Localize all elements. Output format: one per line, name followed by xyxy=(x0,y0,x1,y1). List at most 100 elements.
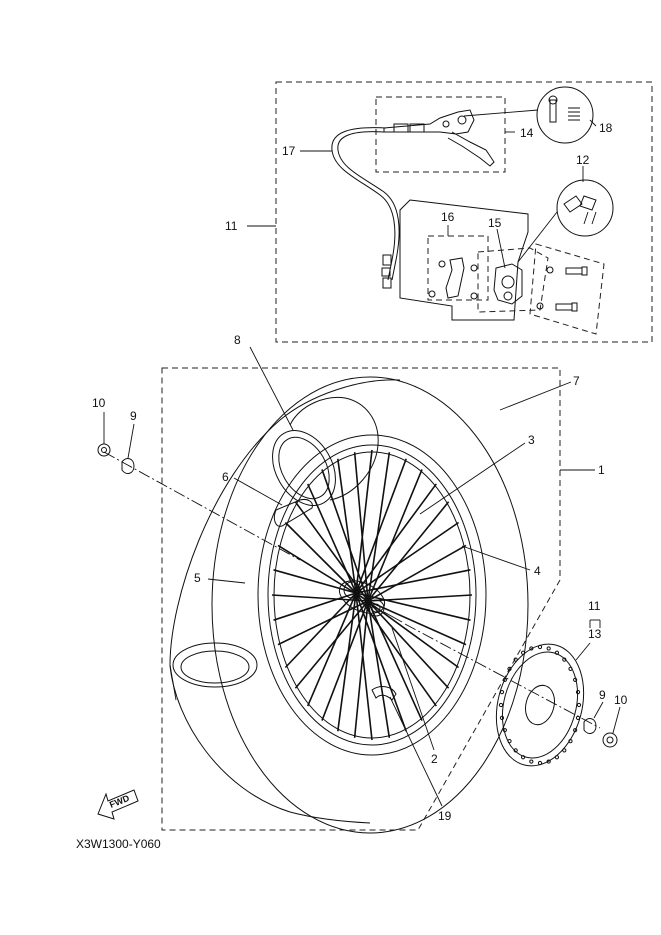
spoke xyxy=(353,452,369,602)
brake-assembly-group: 11 17 14 18 12 16 15 xyxy=(225,81,653,343)
disc-hole xyxy=(537,644,543,650)
wheel-assembly-frame xyxy=(161,367,561,831)
disc-hole xyxy=(562,657,567,662)
caliper-subframe xyxy=(477,247,549,313)
spoke xyxy=(355,592,373,741)
diagram-code: X3W1300-Y060 xyxy=(76,837,161,851)
spoke xyxy=(271,594,369,602)
disc-hole xyxy=(499,689,505,695)
callout-3: 3 xyxy=(528,433,535,447)
spoke xyxy=(294,600,369,689)
callout-1: 1 xyxy=(598,463,605,477)
callout-19: 19 xyxy=(438,809,452,823)
disc-hole xyxy=(513,748,518,753)
callout-4: 4 xyxy=(534,564,541,578)
callout-17: 17 xyxy=(282,144,296,158)
disc-hole xyxy=(520,650,526,655)
spoke xyxy=(355,458,407,594)
fwd-label: FWD xyxy=(108,793,131,810)
callout-15: 15 xyxy=(488,216,502,230)
spoke xyxy=(306,483,357,594)
lever-subframe xyxy=(375,96,506,173)
spoke xyxy=(273,569,357,594)
spokes xyxy=(271,449,473,741)
brake-lever xyxy=(383,109,495,167)
brake-assembly-frame xyxy=(275,81,653,343)
spring-detail xyxy=(536,86,594,144)
disc-hole xyxy=(568,739,573,744)
disc-hole xyxy=(575,689,581,695)
disc-hole xyxy=(573,728,578,733)
washer-right xyxy=(583,718,597,734)
spoke xyxy=(321,469,369,602)
disc-hole xyxy=(513,657,518,662)
spoke xyxy=(284,592,357,669)
disc-hole xyxy=(498,702,504,708)
disc-hole xyxy=(537,760,543,766)
hub xyxy=(338,580,403,623)
cable-adjuster xyxy=(382,254,392,266)
callout-6: 6 xyxy=(222,470,229,484)
disc-hole xyxy=(499,715,505,721)
callout-8: 8 xyxy=(234,333,241,347)
spoke xyxy=(353,600,369,738)
spoke xyxy=(367,452,391,602)
spoke xyxy=(273,592,357,621)
disc-hole xyxy=(568,666,573,671)
brake-disc xyxy=(495,643,585,767)
spoke xyxy=(321,600,369,721)
disc-hole xyxy=(529,646,534,651)
spoke xyxy=(284,521,357,594)
nut-right xyxy=(602,732,618,748)
callout-10-left: 10 xyxy=(92,396,106,410)
disc-hole xyxy=(546,646,551,651)
spoke xyxy=(355,449,373,594)
spoke xyxy=(294,501,369,602)
callout-7: 7 xyxy=(573,374,580,388)
brake-pads-detail xyxy=(556,179,614,237)
wheel-assembly-group: 10 9 8 6 5 7 3 1 4 11 13 9 10 2 19 xyxy=(92,333,628,834)
bolt-subframe xyxy=(529,243,605,335)
disc-hole xyxy=(507,739,512,744)
disc-hole xyxy=(520,755,526,760)
spoke xyxy=(277,544,369,602)
disc-hole xyxy=(562,748,567,753)
spoke xyxy=(367,544,467,602)
caliper-outline xyxy=(399,199,529,321)
callout-9-right: 9 xyxy=(599,688,606,702)
washer-left xyxy=(121,458,135,474)
callout-14: 14 xyxy=(520,126,534,140)
disc-hole xyxy=(575,715,581,721)
spoke xyxy=(355,483,437,594)
valve xyxy=(371,686,397,701)
callout-13: 13 xyxy=(588,627,602,641)
tire-section-lower xyxy=(172,642,258,688)
brake-cable xyxy=(331,127,396,281)
spoke xyxy=(337,458,357,594)
callout-2: 2 xyxy=(431,752,438,766)
callout-9-left: 9 xyxy=(130,409,137,423)
disc-hole xyxy=(502,677,507,682)
callout-18: 18 xyxy=(599,121,613,135)
caliper-bolts xyxy=(536,266,588,312)
rim-band xyxy=(273,499,313,527)
spoke xyxy=(367,600,423,721)
callout-16: 16 xyxy=(441,210,455,224)
spoke xyxy=(306,592,357,707)
brake-caliper xyxy=(493,263,523,305)
nut-left xyxy=(97,443,111,457)
spoke xyxy=(367,600,391,738)
spoke xyxy=(367,501,450,602)
disc-hole xyxy=(554,755,560,760)
disc-hole xyxy=(546,759,551,764)
caliper-bracket xyxy=(428,257,478,300)
disc-hole xyxy=(576,702,582,708)
callout-12: 12 xyxy=(576,153,590,167)
callout-5: 5 xyxy=(194,571,201,585)
disc-hole xyxy=(529,759,534,764)
tire xyxy=(169,376,529,834)
callout-10-right: 10 xyxy=(614,693,628,707)
callout-11-bottom: 11 xyxy=(588,599,601,613)
spoke xyxy=(355,521,460,594)
